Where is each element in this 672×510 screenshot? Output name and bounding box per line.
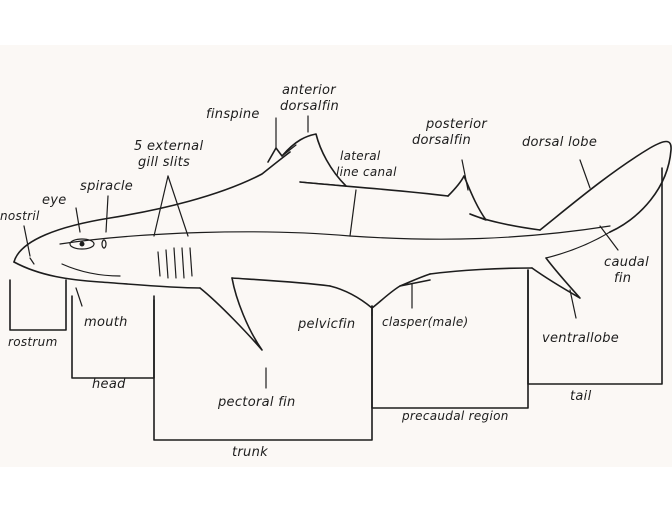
head-bracket: [71, 295, 155, 379]
label-caudal-fin: fin: [614, 271, 631, 286]
fin-spine: [281, 144, 297, 157]
pelvic-fin: [329, 285, 401, 309]
label-spiracle: spiracle: [80, 179, 133, 194]
rostrum-bracket: [9, 279, 67, 331]
label-finspine: finspine: [206, 107, 260, 122]
eye-pupil: [79, 241, 85, 247]
label-precaudal-region: precaudal region: [401, 409, 509, 423]
label-clasper: clasper(male): [382, 315, 469, 329]
nostril-mark: [29, 257, 35, 265]
spiracle-mark: [101, 239, 107, 249]
label-eye: eye: [42, 193, 67, 208]
region-brackets: [9, 167, 663, 441]
caudal-ventral-lobe: [531, 257, 581, 299]
label-anterior: anterior: [282, 83, 337, 98]
label-anterior-dorsalfin: dorsalfin: [280, 99, 339, 114]
label-head: head: [92, 377, 126, 392]
label-gill-1: 5 external: [134, 139, 203, 154]
label-mouth: mouth: [84, 315, 128, 330]
label-line-canal: line canal: [336, 165, 397, 179]
label-gill-2: gill slits: [138, 155, 190, 170]
precaudal-bracket: [371, 269, 529, 409]
label-lateral: lateral: [340, 149, 381, 163]
eye-icon: [69, 238, 95, 250]
anterior-dorsal-fin: [267, 133, 347, 187]
label-rostrum: rostrum: [8, 335, 58, 349]
label-pectoral-fin: pectoral fin: [217, 395, 296, 410]
pointer-lines: [23, 115, 619, 389]
caudal-inner-line: [545, 231, 611, 259]
anterior-dorsal-fin-base: [299, 181, 347, 187]
label-posterior: posterior: [425, 117, 488, 132]
label-posterior-dorsalfin: dorsalfin: [412, 133, 471, 148]
paper-background: [0, 45, 672, 467]
caudal-dorsal-lobe: [539, 140, 672, 233]
gill-slits: [157, 247, 193, 279]
label-tail: tail: [570, 389, 592, 404]
head-underside: [13, 261, 201, 289]
clasper: [399, 273, 431, 287]
label-caudal: caudal: [604, 255, 649, 270]
ventral-outline-tail: [429, 267, 533, 275]
mouth-line: [61, 263, 121, 277]
belly-outline: [231, 277, 331, 287]
posterior-dorsal-fin: [447, 175, 541, 231]
pectoral-fin: [199, 277, 263, 351]
label-dorsal-lobe: dorsal lobe: [522, 135, 597, 150]
dorsal-outline: [13, 151, 291, 263]
label-ventral-lobe: ventrallobe: [542, 331, 619, 346]
label-nostril: nostril: [0, 209, 40, 223]
labels: anterior dorsalfin finspine 5 external g…: [0, 83, 649, 460]
shark-outline: [13, 133, 672, 351]
label-trunk: trunk: [232, 445, 268, 460]
tail-bracket: [527, 167, 663, 385]
label-pelvic-fin: pelvicfin: [297, 317, 355, 332]
